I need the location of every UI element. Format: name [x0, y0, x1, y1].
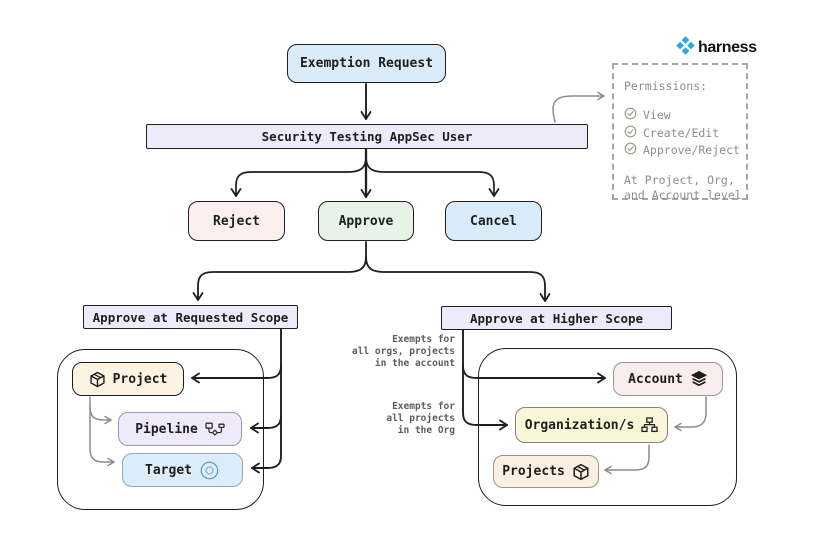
permission-item-approve-reject: Approve/Reject — [624, 142, 746, 160]
check-circle-icon — [624, 107, 637, 125]
cancel-node: Cancel — [445, 201, 542, 241]
check-circle-icon — [624, 142, 637, 160]
permissions-panel: Permissions: View Create/Edit Approve/Re… — [612, 63, 748, 202]
requested-scope-label: Approve at Requested Scope — [92, 309, 289, 325]
appsec-user-node: Security Testing AppSec User — [146, 124, 588, 149]
cancel-label: Cancel — [470, 213, 517, 229]
higher-scope-header: Approve at Higher Scope — [441, 306, 672, 330]
target-node: Target — [122, 453, 243, 487]
project-label: Project — [112, 371, 168, 387]
harness-logo: harness — [676, 36, 757, 59]
reject-label: Reject — [213, 213, 260, 229]
permission-item-create-edit: Create/Edit — [624, 125, 746, 143]
pipeline-node: Pipeline — [118, 412, 242, 446]
approve-node: Approve — [318, 201, 414, 241]
account-exemption-note: Exempts for all orgs, projects in the ac… — [352, 334, 455, 369]
permission-label: Approve/Reject — [643, 143, 740, 157]
org-chart-icon — [641, 417, 658, 433]
package-icon — [89, 371, 106, 388]
target-icon — [199, 460, 220, 481]
permission-item-view: View — [624, 107, 746, 125]
harness-diamond-icon — [676, 36, 695, 59]
account-node: Account — [613, 362, 723, 396]
project-node: Project — [72, 362, 184, 396]
account-label: Account — [628, 371, 683, 387]
higher-scope-label: Approve at Higher Scope — [469, 310, 644, 326]
permission-label: Create/Edit — [643, 125, 720, 140]
organizations-label: Organization/s — [524, 417, 635, 433]
check-circle-icon — [624, 125, 637, 143]
pipeline-label: Pipeline — [135, 421, 198, 437]
reject-node: Reject — [188, 201, 285, 241]
permissions-title: Permissions: — [624, 79, 708, 93]
projects-label: Projects — [502, 464, 565, 479]
permission-label: View — [643, 108, 671, 122]
organizations-node: Organization/s — [515, 407, 668, 443]
harness-wordmark: harness — [698, 38, 757, 56]
pipeline-icon — [205, 422, 225, 437]
permissions-footer: At Project, Org, and Account level — [624, 172, 742, 202]
exemption-request-node: Exemption Request — [287, 44, 446, 83]
exemption-request-label: Exemption Request — [299, 56, 434, 71]
appsec-user-label: Security Testing AppSec User — [261, 129, 473, 144]
target-label: Target — [145, 462, 192, 478]
package-icon — [572, 463, 590, 481]
requested-scope-header: Approve at Requested Scope — [83, 305, 298, 329]
layers-icon — [690, 370, 708, 388]
projects-node: Projects — [493, 455, 599, 488]
org-exemption-note: Exempts for all projects in the Org — [386, 401, 455, 436]
higher-scope-group — [478, 348, 737, 506]
approve-label: Approve — [338, 213, 394, 229]
